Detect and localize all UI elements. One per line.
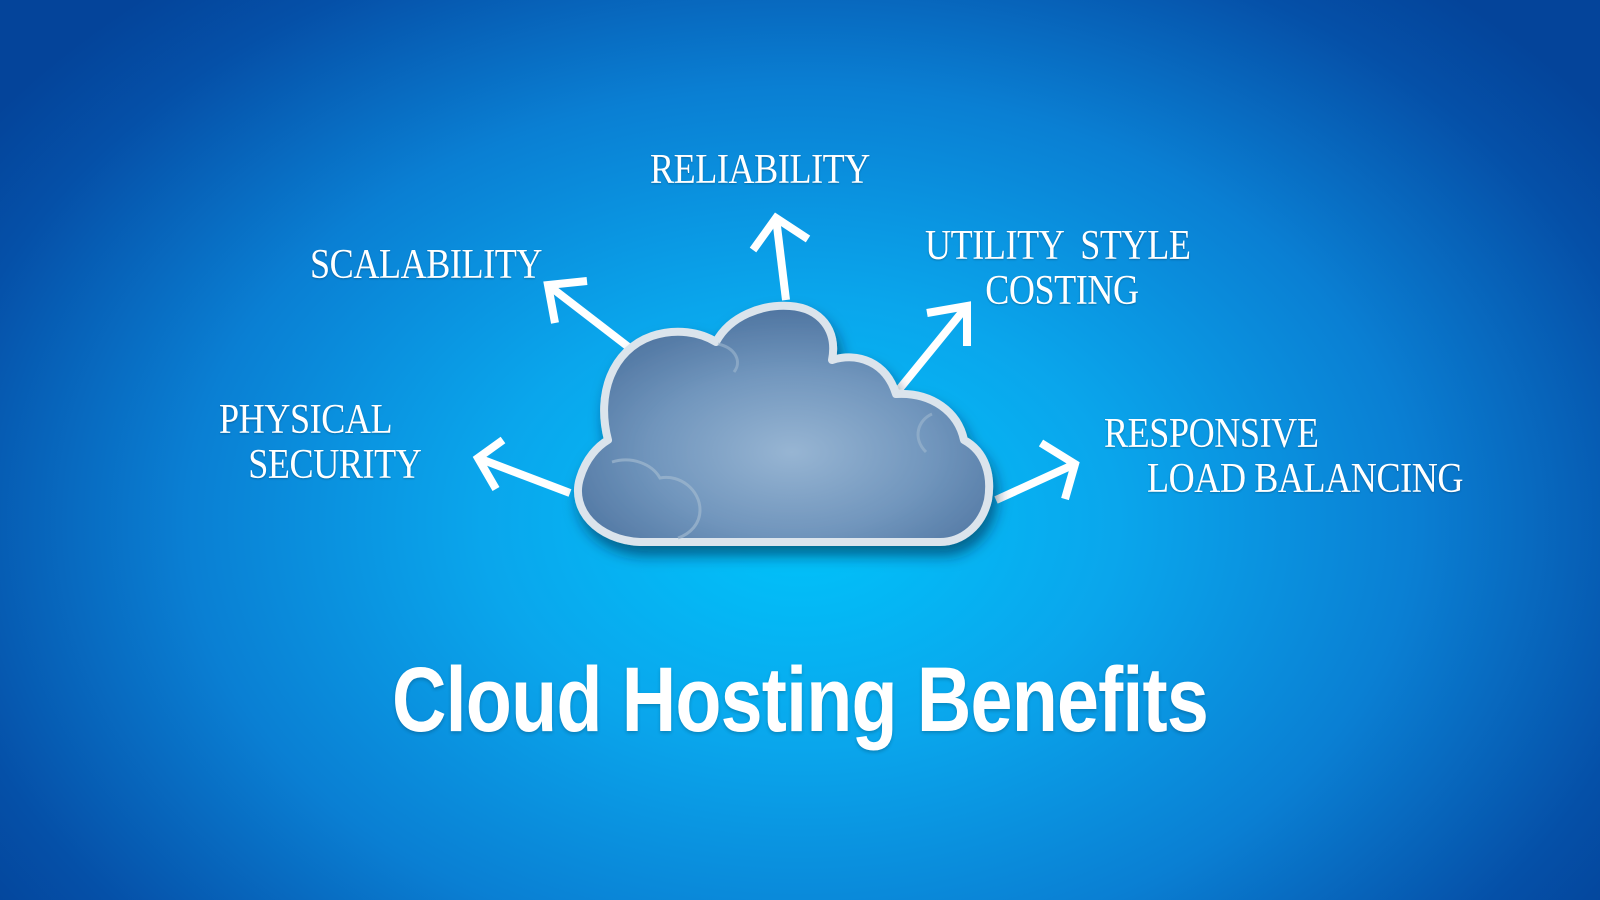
benefit-label-line: SECURITY (248, 442, 422, 488)
arrow-reliability (749, 212, 811, 301)
benefit-label-responsive-load-balancing: RESPONSIVE LOAD BALANCING (1104, 412, 1463, 502)
benefit-label-line: UTILITY STYLE (925, 223, 1191, 269)
arrows (472, 212, 1080, 504)
arrow-scalability (543, 277, 638, 356)
cloud-icon (574, 301, 994, 546)
benefit-label-line: COSTING (985, 268, 1139, 314)
benefit-label-line: RELIABILITY (650, 147, 870, 193)
benefit-label-line: LOAD BALANCING (1147, 456, 1464, 502)
benefit-label-physical-security: PHYSICAL SECURITY (219, 397, 422, 488)
benefit-label-line: RESPONSIVE (1104, 411, 1319, 457)
benefit-label-reliability: RELIABILITY (650, 148, 870, 193)
benefit-label-line: SCALABILITY (310, 242, 543, 288)
arrow-utility-costing (893, 301, 971, 395)
arrow-responsive-load-balancing (994, 439, 1080, 504)
arrow-physical-security (472, 436, 572, 497)
page-title: Cloud Hosting Benefits (392, 649, 1209, 751)
benefit-label-line: PHYSICAL (219, 397, 393, 443)
benefit-label-scalability: SCALABILITY (310, 243, 542, 288)
benefit-label-utility-style-costing: UTILITY STYLE COSTING (925, 223, 1191, 314)
